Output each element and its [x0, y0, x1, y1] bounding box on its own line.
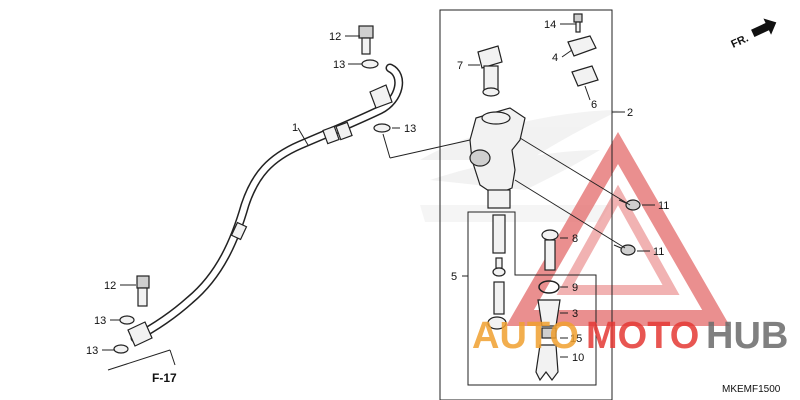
push-rod-clevis	[535, 344, 559, 382]
callout-4: 4	[552, 52, 558, 64]
callout-15: 15	[570, 333, 582, 345]
front-direction-label: FR.	[729, 32, 750, 50]
arrow-right-icon	[751, 18, 777, 38]
cap-screw	[573, 13, 583, 33]
watermark-text-hub: HUB	[706, 315, 788, 357]
callout-12-upper: 12	[329, 31, 341, 43]
piston-set	[487, 214, 507, 330]
callout-10: 10	[572, 352, 584, 364]
callouts: 1 2 3 4 5 6 7 8 9 10 11 11 12 12 13 13 1…	[86, 19, 669, 364]
banjo-bolt-upper	[358, 25, 374, 55]
mounting-bolt-lower	[613, 244, 636, 256]
callout-11-lower: 11	[653, 246, 664, 258]
cap-plate	[571, 65, 599, 87]
callout-8: 8	[572, 233, 578, 245]
callout-13-lower-2: 13	[86, 345, 98, 357]
watermark-triangle-inner	[556, 184, 680, 295]
callout-12-lower: 12	[104, 280, 116, 292]
sealing-washer-lower-1	[119, 315, 135, 325]
callout-13-upper-2: 13	[404, 123, 416, 135]
lock-nut	[541, 327, 557, 339]
watermark-text-moto: MOTO	[586, 315, 699, 357]
front-direction-indicator: FR.	[729, 18, 777, 51]
callout-1: 1	[292, 122, 298, 134]
watermark-text-auto: AUTO	[472, 315, 579, 357]
reservoir-cap	[567, 35, 597, 57]
sealing-washer-lower-2	[113, 344, 129, 354]
assembly-outline	[439, 9, 613, 400]
callout-5: 5	[451, 271, 457, 283]
watermark-triangle	[506, 131, 730, 326]
master-cylinder-body	[469, 107, 526, 209]
callout-3: 3	[572, 308, 578, 320]
banjo-bolt-lower	[136, 275, 150, 307]
reservoir-connector	[477, 45, 503, 97]
subassembly-outline	[467, 211, 597, 386]
callout-6: 6	[591, 99, 597, 111]
diagram-code: MKEMF1500	[722, 384, 781, 395]
dust-boot	[537, 299, 561, 327]
callout-7: 7	[457, 60, 463, 72]
o-ring	[538, 280, 560, 294]
callout-9: 9	[572, 282, 578, 294]
leader-lines	[102, 23, 655, 371]
sealing-washer-upper-2	[373, 123, 391, 133]
watermark-wordmark: AUTO MOTO HUB	[472, 315, 788, 357]
hose-joint	[541, 229, 559, 271]
brake-hose	[127, 63, 404, 347]
callout-13-upper-1: 13	[333, 59, 345, 71]
callout-14: 14	[544, 19, 556, 31]
sealing-washer-upper-1	[361, 59, 379, 69]
callout-13-lower-1: 13	[94, 315, 106, 327]
callout-2: 2	[627, 107, 633, 119]
watermark-logo	[506, 131, 730, 326]
callout-11-upper: 11	[658, 200, 669, 212]
figure-reference: F-17	[152, 371, 177, 385]
mounting-bolt-upper	[618, 199, 641, 211]
